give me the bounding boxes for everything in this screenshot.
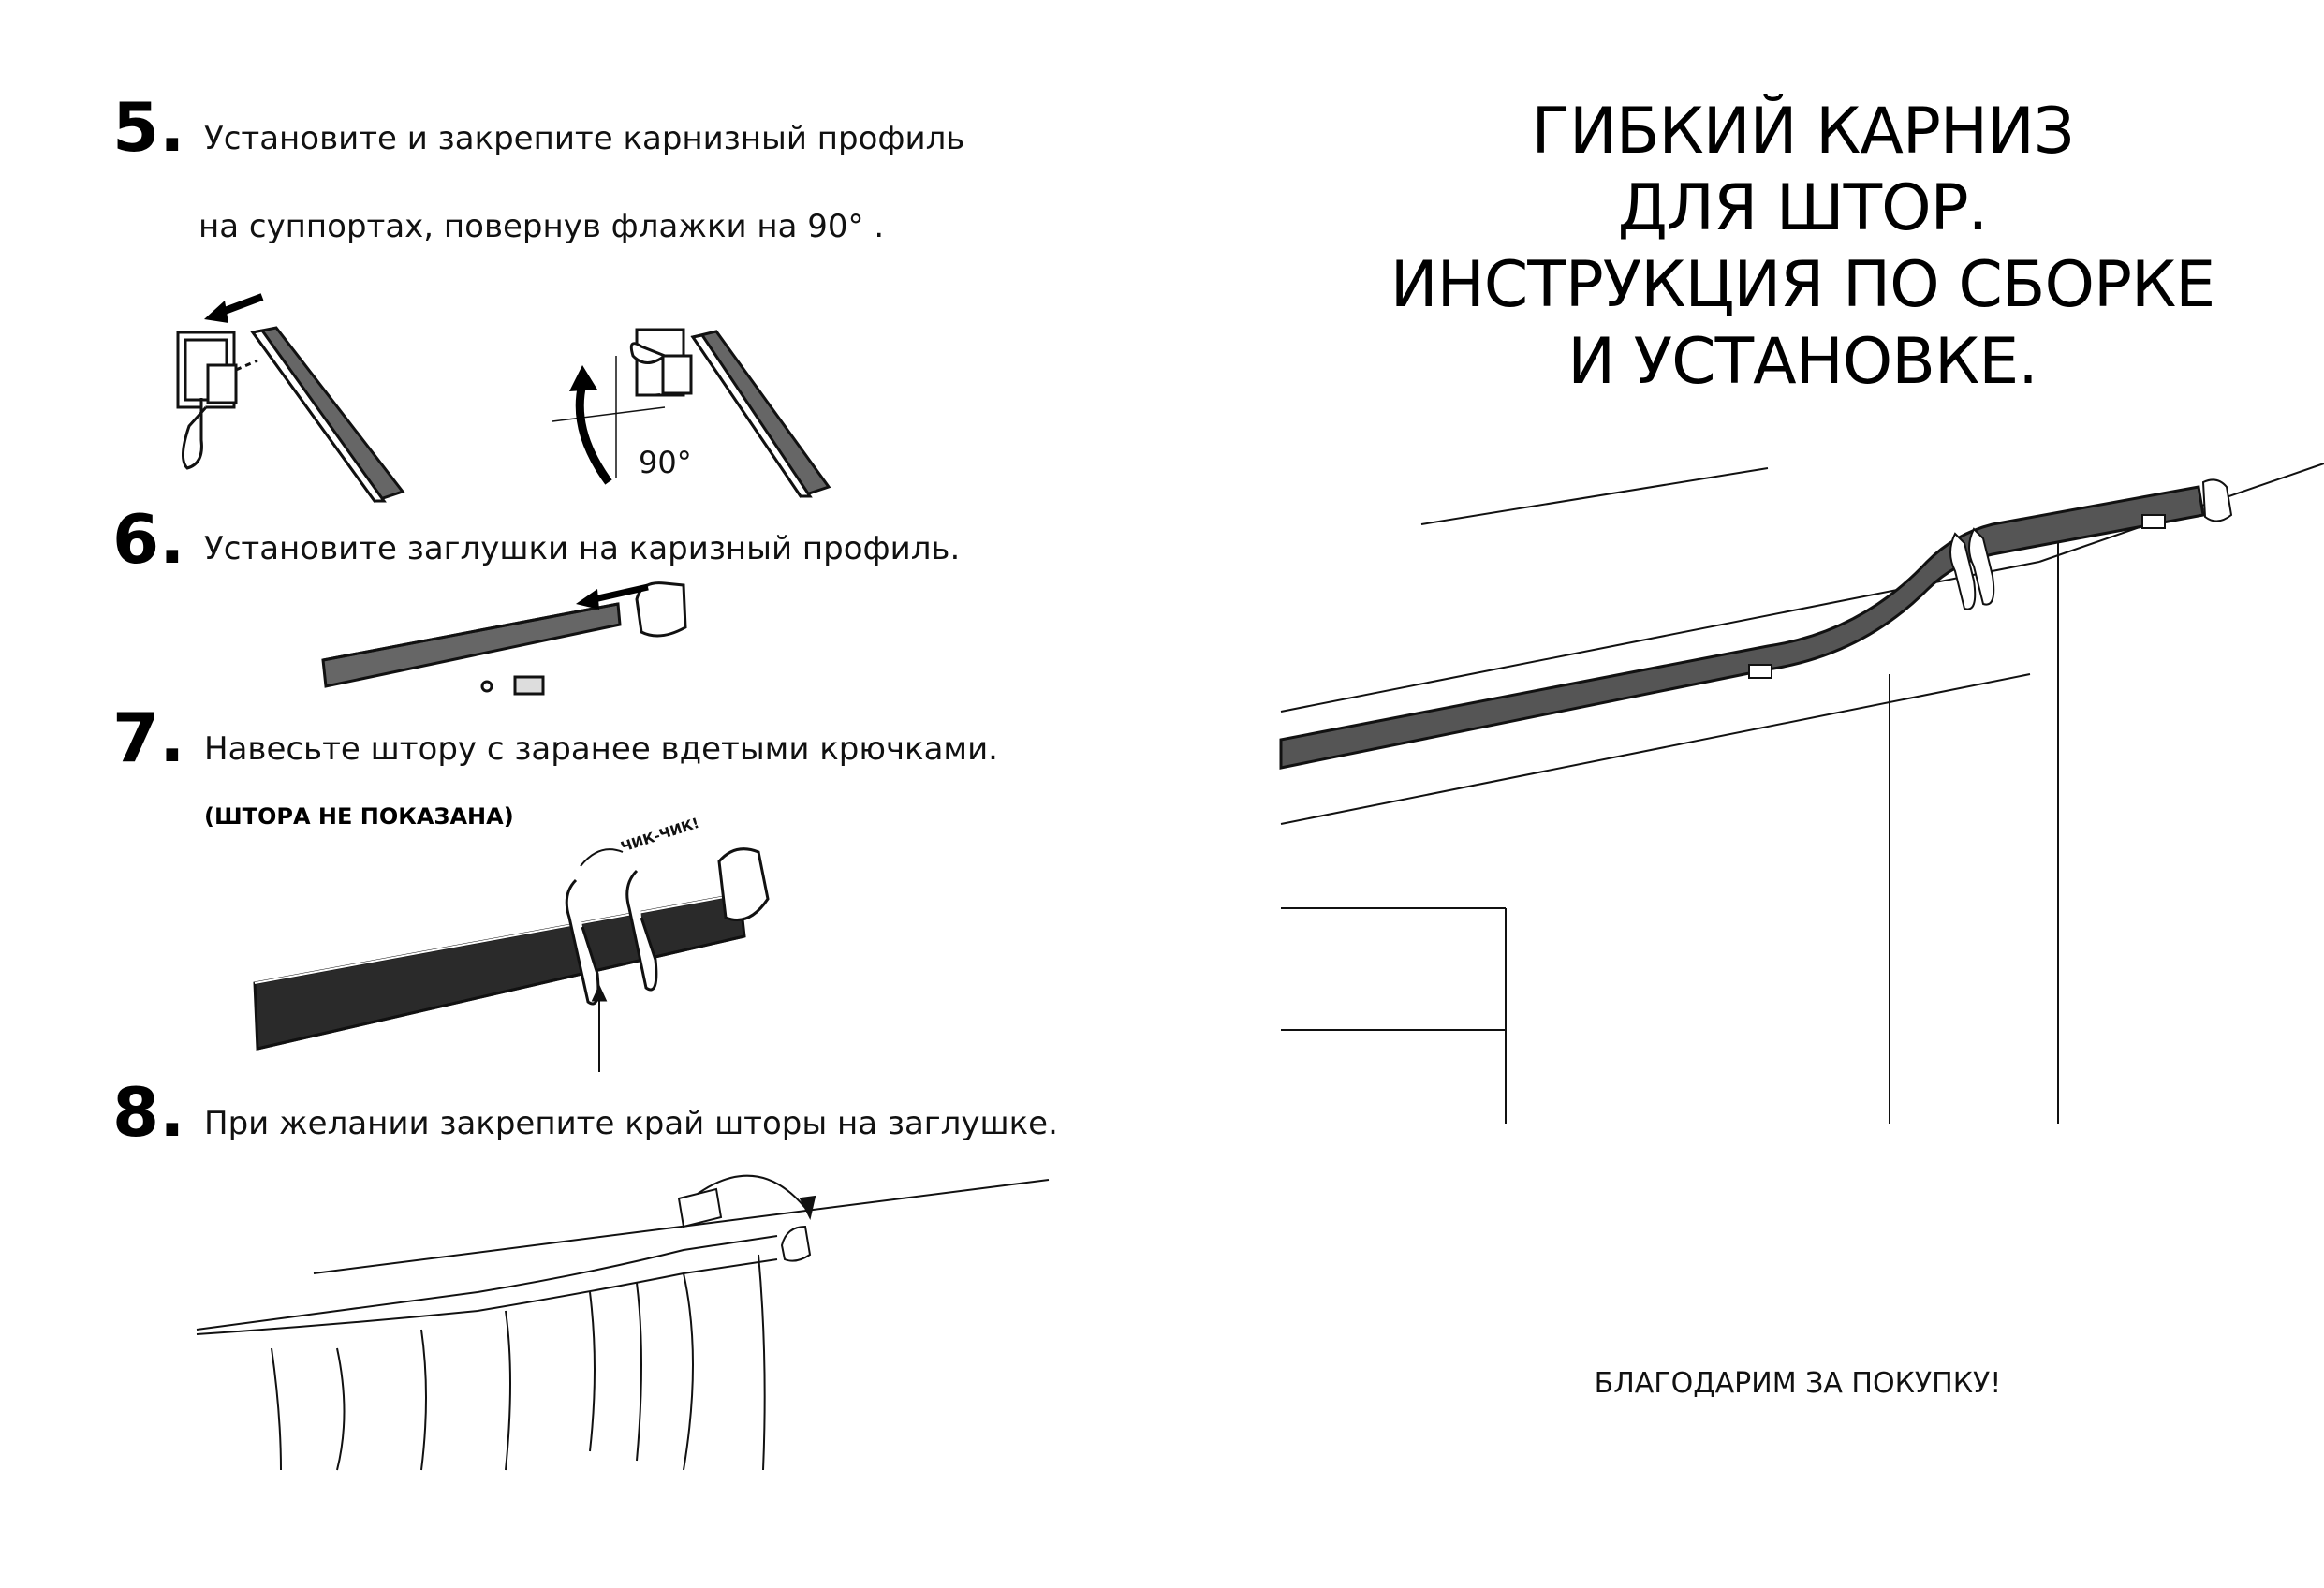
step-6-text: Установите заглушки на каризный профиль. (204, 530, 961, 567)
flexible-cornice-rail (1279, 485, 2205, 770)
step-5-text-line-2: на суппортах, повернув флажки на 90° . (199, 208, 885, 245)
angle-label: 90° (639, 445, 692, 480)
step-7-text: Навесьте штору с заранее вдетыми крючкам… (204, 730, 998, 768)
title-line-4: И УСТАНОВКЕ. (1567, 325, 2038, 399)
step-8-text: При желании закрепите край шторы на загл… (204, 1105, 1058, 1142)
step-7-number: 7. (112, 698, 185, 777)
page-title: ГИБКИЙ КАРНИЗ ДЛЯ ШТОР. ИНСТРУКЦИЯ ПО СБ… (1292, 94, 2313, 401)
thanks-text: БЛАГОДАРИМ ЗА ПОКУПКУ! (1594, 1367, 2002, 1400)
arrow-left-icon (204, 293, 264, 323)
step-7-note: (ШТОРА НЕ ПОКАЗАНА) (204, 803, 514, 830)
title-line-3: ИНСТРУКЦИЯ ПО СБОРКЕ (1390, 248, 2215, 322)
step-5-illustration-attach (176, 293, 405, 503)
step-5-number: 5. (112, 88, 185, 167)
cornice-room-illustration (1279, 463, 2324, 1124)
title-line-2: ДЛЯ ШТОР. (1617, 171, 1989, 245)
step-6-number: 6. (112, 500, 185, 579)
step-5-text-line-1: Установите и закрепите карнизный профиль (204, 120, 965, 157)
step-8-number: 8. (112, 1073, 185, 1152)
title-line-1: ГИБКИЙ КАРНИЗ (1531, 95, 2074, 169)
click-label: ЧИК-ЧИК! (619, 815, 701, 856)
rotate-arrow-icon (569, 365, 612, 485)
step-6-illustration-endcap (321, 581, 687, 696)
step-8-illustration-curtain (196, 1174, 1050, 1471)
step-7-illustration-hooks: ЧИК-ЧИК! (253, 815, 770, 1072)
step-5-illustration-rotate: 90° (552, 328, 831, 498)
arrow-left-icon (576, 583, 649, 610)
